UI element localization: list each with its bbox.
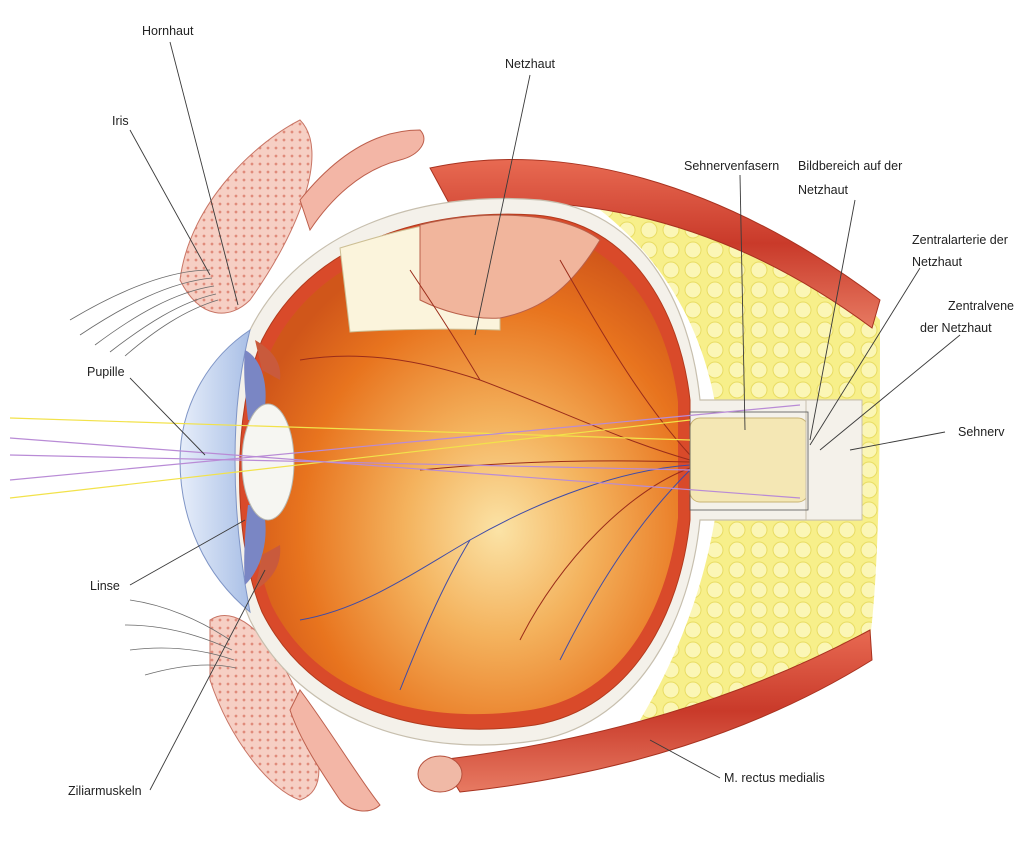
label-zentralvene-line1: Zentralvene: [948, 299, 1014, 313]
label-rectus-medialis: M. rectus medialis: [724, 771, 825, 785]
optic-nerve: [690, 418, 808, 502]
label-linse: Linse: [90, 579, 120, 593]
rectus-tendon: [418, 756, 462, 792]
label-zentralvene-line2: der Netzhaut: [920, 321, 992, 335]
label-bildbereich-line1: Bildbereich auf der: [798, 159, 902, 173]
label-sehnerv: Sehnerv: [958, 425, 1005, 439]
label-zentralarterie-line2: Netzhaut: [912, 255, 963, 269]
label-iris: Iris: [112, 114, 129, 128]
label-ziliarmuskeln: Ziliarmuskeln: [68, 784, 142, 798]
lens: [242, 404, 294, 520]
label-sehnervenfasern: Sehnervenfasern: [684, 159, 779, 173]
label-bildbereich-line2: Netzhaut: [798, 183, 849, 197]
label-zentralarterie-line1: Zentralarterie der: [912, 233, 1008, 247]
label-netzhaut: Netzhaut: [505, 57, 556, 71]
label-pupille: Pupille: [87, 365, 125, 379]
label-hornhaut: Hornhaut: [142, 24, 194, 38]
